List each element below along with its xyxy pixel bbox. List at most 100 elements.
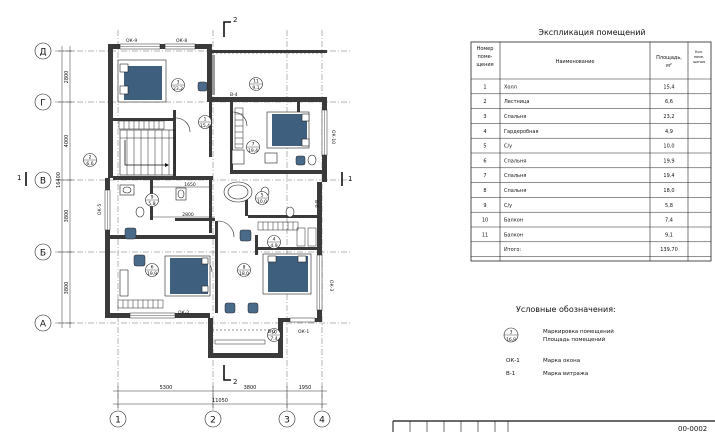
dim-bottom-3: 1950 bbox=[299, 385, 312, 391]
dim-left-1: 2800 bbox=[64, 71, 70, 84]
dim-bottom-2: 3800 bbox=[244, 385, 257, 391]
svg-text:2: 2 bbox=[89, 155, 92, 161]
table-cell-area: 19,9 bbox=[663, 158, 674, 164]
legend-room-label-2: Площадь помещений bbox=[543, 336, 606, 343]
window-marks: ОК-9 ОК-8 ОК-10 ОК-5 ОК-2 ОК-3 ОК-1 В-4 … bbox=[97, 38, 336, 335]
svg-text:4,9: 4,9 bbox=[270, 243, 277, 249]
dim-left-total: 16400 bbox=[56, 172, 62, 188]
bed-room-7 bbox=[266, 111, 310, 149]
table-cell-area: 5,8 bbox=[665, 203, 673, 209]
svg-text:Д: Д bbox=[39, 48, 46, 58]
svg-text:Б: Б bbox=[40, 249, 46, 259]
table-cell-num: 8 bbox=[483, 188, 486, 194]
legend-vitrage-label: Марка витража bbox=[543, 371, 588, 377]
svg-text:2: 2 bbox=[210, 416, 216, 426]
table-cell-num: 7 bbox=[483, 173, 486, 179]
room-mark-3: 323,2 bbox=[171, 78, 185, 92]
bed-room-8 bbox=[262, 253, 312, 295]
table-cell-area: 6,6 bbox=[665, 99, 673, 105]
table-cell-num: 5 bbox=[483, 144, 486, 150]
table-cell-name: Спальня bbox=[504, 173, 526, 179]
svg-text:23,2: 23,2 bbox=[173, 86, 183, 92]
table-cell-name: С/у bbox=[504, 203, 512, 209]
table-cell-name: Спальня bbox=[504, 188, 526, 194]
table-cell-num: 1 bbox=[483, 84, 486, 90]
svg-text:7,4: 7,4 bbox=[270, 336, 277, 342]
explication-header: Номер поме- щения Наименование Площадь, … bbox=[476, 46, 705, 69]
bottom-dimensions: 5300 3800 1950 11050 bbox=[113, 385, 327, 408]
legend-vitrage-code: В-1 bbox=[506, 371, 515, 377]
svg-text:6,6: 6,6 bbox=[86, 161, 93, 167]
svg-text:7: 7 bbox=[252, 142, 255, 148]
svg-text:2: 2 bbox=[233, 378, 237, 386]
svg-text:1: 1 bbox=[17, 174, 21, 182]
axis-bubble-2: 2 bbox=[204, 410, 222, 428]
svg-text:8: 8 bbox=[243, 265, 246, 271]
vitrage-mark-v2: В-2 bbox=[268, 329, 276, 335]
header-name: Наименование bbox=[556, 59, 595, 65]
window-mark-ok3: ОК-3 bbox=[328, 280, 334, 291]
room-mark-10: 107,4 bbox=[267, 328, 281, 342]
svg-text:11: 11 bbox=[253, 79, 259, 85]
section-marks: 2 2 1 1 bbox=[17, 16, 352, 386]
axis-bubble-1: 1 bbox=[109, 410, 127, 428]
svg-text:3: 3 bbox=[510, 330, 513, 336]
axis-bubble-v: В bbox=[34, 171, 52, 189]
bed-room-3 bbox=[117, 59, 167, 103]
table-total-area: 139,70 bbox=[660, 247, 678, 253]
floor-plan: 1650 2800 bbox=[104, 43, 328, 358]
room-marks: 115,4 26,6 323,2 44,9 510,0 619,9 719,4 … bbox=[83, 77, 281, 342]
table-cell-name: Спальня bbox=[504, 114, 526, 120]
svg-text:9: 9 bbox=[151, 195, 154, 201]
table-cell-area: 10,0 bbox=[663, 144, 674, 150]
row-axis-bubbles: Д Г В Б А bbox=[34, 42, 52, 332]
table-cell-name: Холл bbox=[504, 84, 517, 90]
bathroom-fixtures bbox=[119, 149, 317, 297]
stamp-code: 00-0002 bbox=[678, 425, 707, 432]
table-cell-num: 9 bbox=[483, 203, 486, 209]
table-cell-area: 15,4 bbox=[663, 84, 674, 90]
svg-text:Номер: Номер bbox=[477, 46, 494, 52]
table-cell-name: Спальня bbox=[504, 158, 526, 164]
room-mark-4: 44,9 bbox=[267, 235, 281, 249]
table-cell-num: 4 bbox=[483, 129, 486, 135]
axis-bubble-a: А bbox=[34, 314, 52, 332]
axis-bubble-b: Б bbox=[34, 243, 52, 261]
vitrage-mark-v6: В-6 bbox=[313, 200, 319, 208]
svg-text:Кол.: Кол. bbox=[695, 50, 703, 54]
dim-left-2: 4000 bbox=[64, 135, 70, 148]
room-mark-5: 510,0 bbox=[255, 191, 269, 205]
legend: Условные обозначения: 3 16,8 Маркировка … bbox=[503, 305, 616, 377]
svg-text:6: 6 bbox=[151, 265, 154, 271]
table-cell-area: 18,0 bbox=[663, 188, 674, 194]
table-cell-area: 19,4 bbox=[663, 173, 674, 179]
table-cell-area: 7,4 bbox=[665, 218, 673, 224]
svg-text:4: 4 bbox=[273, 237, 276, 243]
room-mark-8: 818,0 bbox=[237, 263, 251, 277]
svg-text:Площадь,: Площадь, bbox=[656, 55, 682, 61]
svg-text:щения: щения bbox=[476, 62, 493, 68]
window-mark-ok10: ОК-10 bbox=[330, 130, 336, 144]
left-dimensions: 2800 4000 3800 3800 16400 bbox=[56, 46, 74, 328]
explication-table: Экспликация помещений Номер поме- щения … bbox=[470, 28, 712, 262]
svg-text:5: 5 bbox=[261, 193, 264, 199]
dim-left-3: 3800 bbox=[64, 210, 70, 223]
explication-title: Экспликация помещений bbox=[538, 28, 645, 37]
svg-text:1: 1 bbox=[115, 416, 121, 426]
svg-text:5,8: 5,8 bbox=[148, 201, 155, 207]
table-cell-area: 23,2 bbox=[663, 114, 674, 120]
svg-text:3: 3 bbox=[177, 80, 180, 86]
axis-bubble-3: 3 bbox=[278, 410, 296, 428]
window-mark-ok2: ОК-2 bbox=[178, 310, 189, 316]
legend-room-label-1: Маркировка помещений bbox=[543, 328, 614, 335]
table-cell-num: 2 bbox=[483, 99, 486, 105]
room-mark-11: 119,1 bbox=[249, 77, 263, 91]
axis-bubble-4: 4 bbox=[313, 410, 331, 428]
room-mark-9: 95,8 bbox=[145, 193, 159, 207]
svg-text:10: 10 bbox=[271, 330, 277, 336]
svg-text:19,9: 19,9 bbox=[147, 271, 157, 277]
dim-inner-2800: 2800 bbox=[182, 212, 194, 218]
svg-text:В: В bbox=[40, 177, 46, 187]
